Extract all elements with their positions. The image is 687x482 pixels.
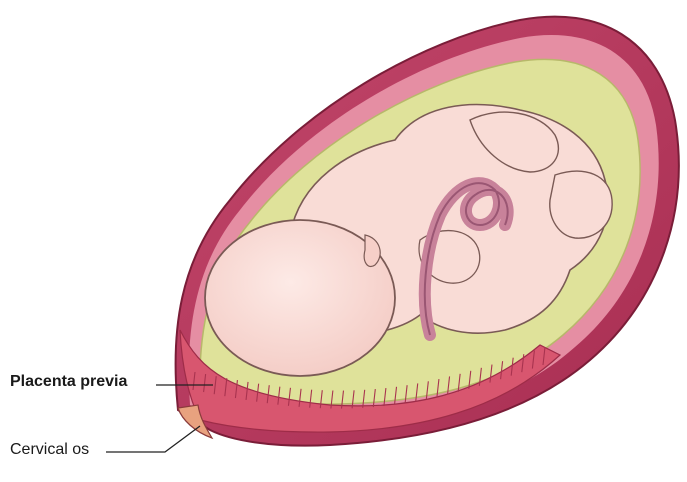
placenta-texture-line — [457, 373, 461, 392]
placenta-texture-line — [224, 378, 228, 397]
placenta-texture-line — [340, 390, 345, 409]
placenta-texture — [192, 346, 546, 409]
fetal-ear — [363, 234, 381, 268]
placenta-texture-line — [203, 374, 207, 393]
placenta-texture-line — [287, 387, 292, 406]
placenta-texture-line — [309, 389, 313, 408]
placenta-texture-line — [478, 367, 482, 386]
placenta-texture-line — [245, 381, 249, 401]
placenta-texture-line — [425, 381, 429, 400]
fetal-leg — [469, 111, 560, 173]
placenta-texture-line — [436, 378, 440, 398]
cervical-os — [177, 404, 214, 440]
placenta-texture-line — [319, 390, 323, 409]
placenta-texture-line — [542, 346, 546, 366]
placenta-texture-line — [330, 390, 334, 409]
placenta-texture-line — [234, 380, 238, 399]
placenta-texture-line — [213, 376, 217, 395]
placenta-previa-label: Placenta previa — [10, 373, 128, 390]
placenta-texture-line — [351, 390, 355, 409]
placenta-texture-line — [500, 361, 504, 380]
placenta-texture-line — [446, 376, 451, 395]
placenta-texture-line — [298, 388, 302, 407]
fetal-foot — [549, 170, 613, 239]
placenta-texture-line — [277, 386, 281, 405]
placenta-texture-line — [192, 371, 196, 391]
umbilical-cord-vessel — [423, 182, 509, 336]
placenta-texture-line — [415, 383, 419, 402]
placenta-texture-line — [468, 370, 472, 389]
placenta-texture-line — [362, 389, 366, 408]
placenta-texture-line — [404, 385, 408, 404]
placenta-texture-line — [393, 386, 398, 405]
placenta-texture-line — [531, 350, 535, 369]
placenta-texture-line — [489, 364, 493, 383]
placenta-texture-line — [383, 387, 387, 407]
cervical-os-leader-line — [106, 425, 201, 453]
placenta-texture-line — [256, 383, 260, 402]
placenta-texture-line — [521, 354, 525, 373]
fetal-head — [204, 219, 396, 377]
cervical-os-label: Cervical os — [10, 441, 90, 458]
placenta-texture-line — [372, 389, 376, 408]
placenta-texture-line — [266, 385, 270, 404]
placenta-texture-line — [510, 357, 514, 376]
